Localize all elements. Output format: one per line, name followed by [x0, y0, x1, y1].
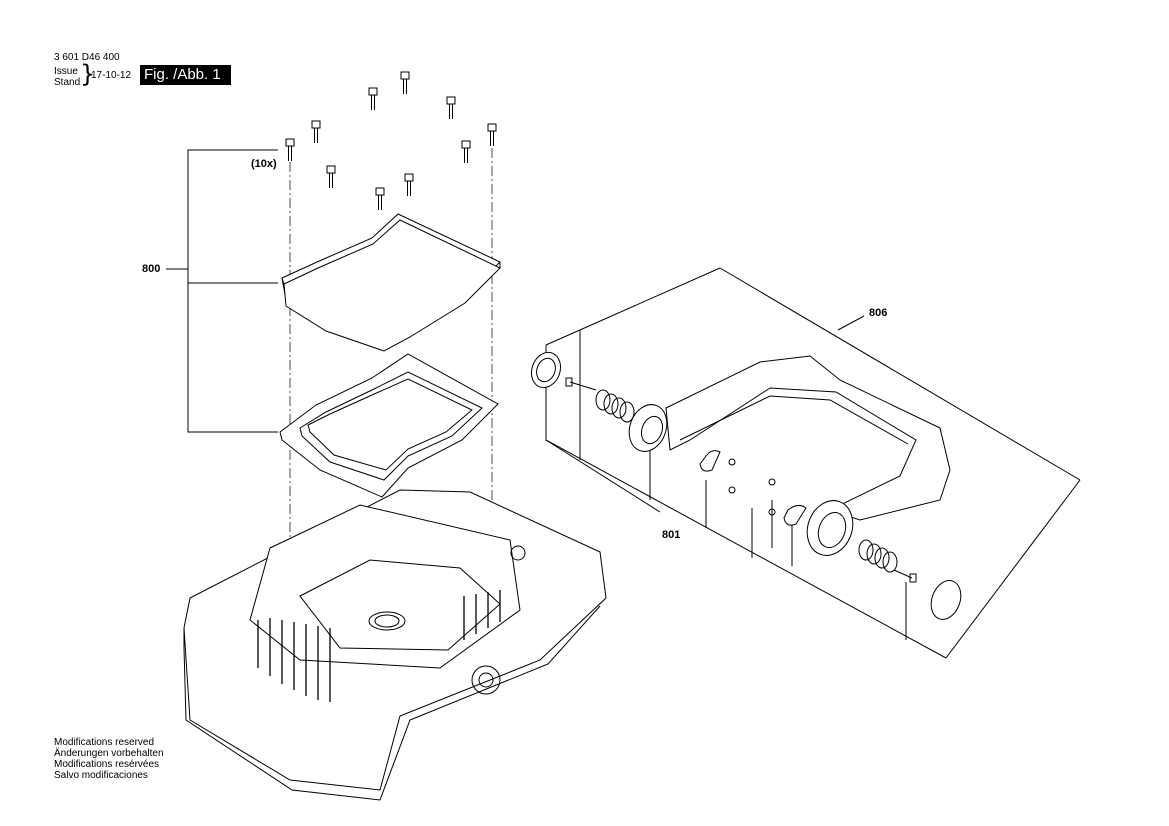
screw [487, 123, 497, 146]
bolt-right [893, 569, 917, 583]
screw [404, 173, 414, 196]
callout-806: 806 [869, 307, 888, 319]
brace-glyph: } [80, 60, 96, 88]
screw [285, 138, 295, 161]
modifications-notes: Modifications reserved Änderungen vorbeh… [54, 737, 164, 781]
note-en: Modifications reserved [54, 737, 155, 748]
callout-801: 801 [662, 529, 681, 541]
figure-label: Fig. /Abb. 1 [140, 65, 231, 85]
note-es: Salvo modificaciones [54, 770, 148, 781]
cover-plate [281, 213, 501, 352]
bolt-left [565, 377, 597, 391]
spring-right [858, 539, 898, 573]
screw-quantity-label: (10x) [251, 158, 277, 170]
screw [461, 140, 471, 163]
screw [326, 165, 336, 188]
note-de: Änderungen vorbehalten [54, 748, 164, 759]
issue-date: 17-10-12 [91, 70, 132, 81]
stand-assembly [530, 351, 962, 620]
part-number: 3 601 D46 400 [54, 52, 120, 63]
screw-set [285, 71, 497, 210]
screw [368, 87, 378, 110]
screw [311, 120, 321, 143]
screw [446, 96, 456, 119]
spring-left [595, 389, 635, 423]
issue-label: Issue [54, 66, 78, 77]
gasket-frame [279, 353, 499, 498]
base-housing [183, 489, 607, 801]
screw [400, 71, 410, 94]
callout-800: 800 [142, 263, 161, 275]
stand-label: Stand [54, 77, 81, 88]
note-fr: Modifications resérvées [54, 759, 160, 770]
screw [375, 187, 385, 210]
